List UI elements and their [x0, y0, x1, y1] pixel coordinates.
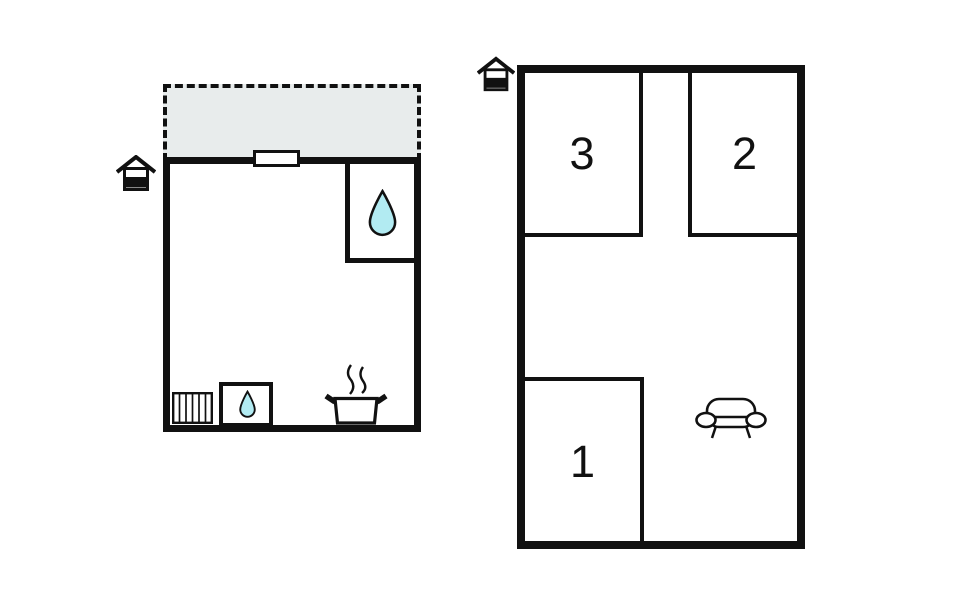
- entrance-house-icon: [477, 56, 515, 94]
- room-3: 3: [525, 73, 643, 237]
- room-1-label: 1: [569, 435, 596, 487]
- cooking-pot-steam-icon: [323, 362, 389, 425]
- terrace-area: [163, 84, 421, 161]
- water-drop-icon: [366, 189, 399, 238]
- radiator-icon: [172, 392, 213, 424]
- room-3-label: 3: [569, 127, 595, 179]
- window-icon: [253, 150, 300, 167]
- building-right: 3 2 1: [517, 65, 805, 549]
- entrance-house-icon: [116, 155, 156, 193]
- room-1: 1: [525, 377, 644, 541]
- room-2: 2: [688, 73, 797, 237]
- room-2-label: 2: [731, 127, 758, 179]
- water-drop-icon: [238, 390, 257, 419]
- sink-unit: [219, 382, 273, 427]
- sofa-icon: [694, 397, 768, 441]
